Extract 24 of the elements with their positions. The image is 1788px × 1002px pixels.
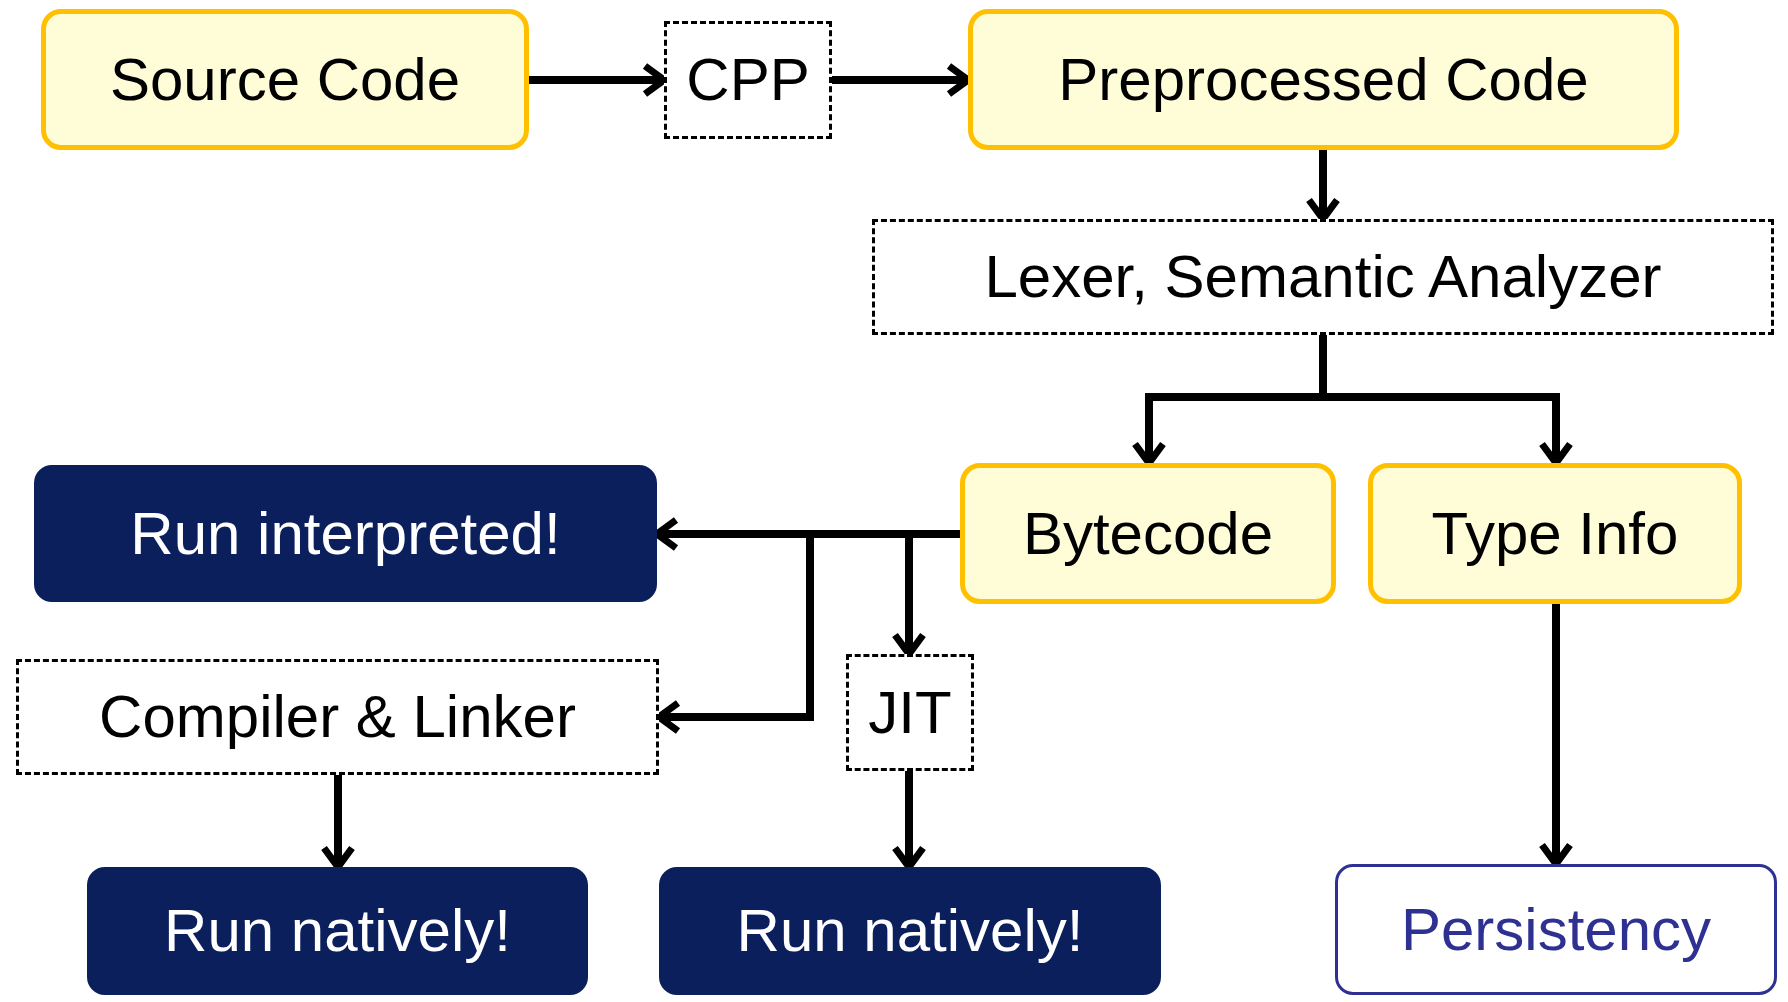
- node-label: Run natively!: [164, 898, 511, 964]
- tool-box: [872, 219, 1774, 335]
- node-label: JIT: [868, 679, 952, 746]
- data-box: [1368, 463, 1742, 604]
- node-label: Compiler & Linker: [99, 684, 576, 750]
- node-label: Preprocessed Code: [1058, 46, 1589, 113]
- action-box: [34, 465, 657, 602]
- data-box: [960, 463, 1336, 604]
- node-label: CPP: [686, 47, 810, 113]
- node-label: Source Code: [109, 46, 461, 113]
- node-label: Lexer, Semantic Analyzer: [984, 244, 1662, 310]
- data-box: [968, 9, 1679, 150]
- node-label: Run interpreted!: [130, 500, 561, 567]
- node-label: Persistency: [1400, 896, 1712, 963]
- action-box: [87, 867, 588, 995]
- tool-box: [664, 21, 832, 139]
- node-label: Bytecode: [1022, 500, 1274, 567]
- action-box: [659, 867, 1161, 995]
- tool-box: [846, 654, 974, 771]
- node-label: Type Info: [1431, 500, 1679, 567]
- data-box: [41, 9, 529, 150]
- tool-box: [16, 659, 659, 775]
- storage-box: [1335, 864, 1777, 995]
- node-label: Run natively!: [736, 898, 1084, 964]
